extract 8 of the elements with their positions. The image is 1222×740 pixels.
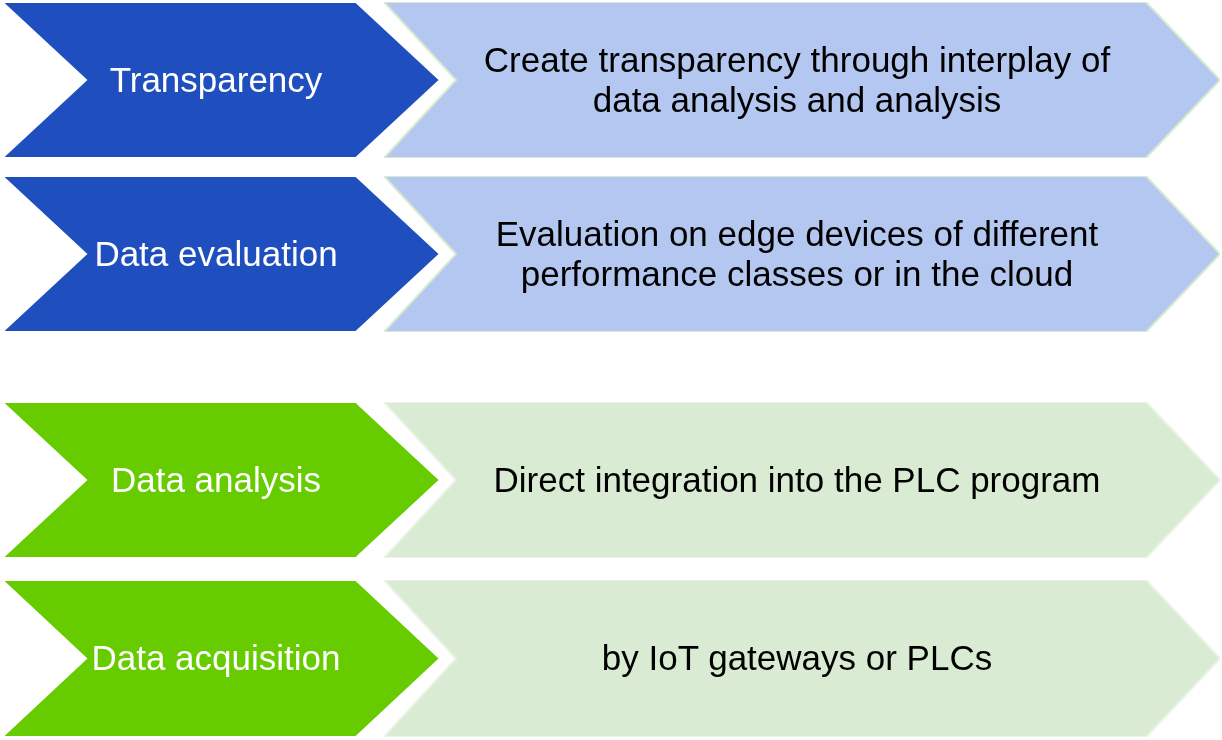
step-description: Create transparency through interplay of data analysis and analysis [482, 39, 1112, 121]
step-description: Direct integration into the PLC program [493, 459, 1101, 501]
step-label: Data analysis [110, 459, 322, 501]
step-label: Transparency [109, 59, 323, 101]
step-label: Data evaluation [94, 233, 338, 275]
step-description: Evaluation on edge devices of different performance classes or in the cloud [494, 213, 1100, 295]
step-label: Data acquisition [91, 638, 341, 679]
step-description: by IoT gateways or PLCs [601, 638, 993, 679]
